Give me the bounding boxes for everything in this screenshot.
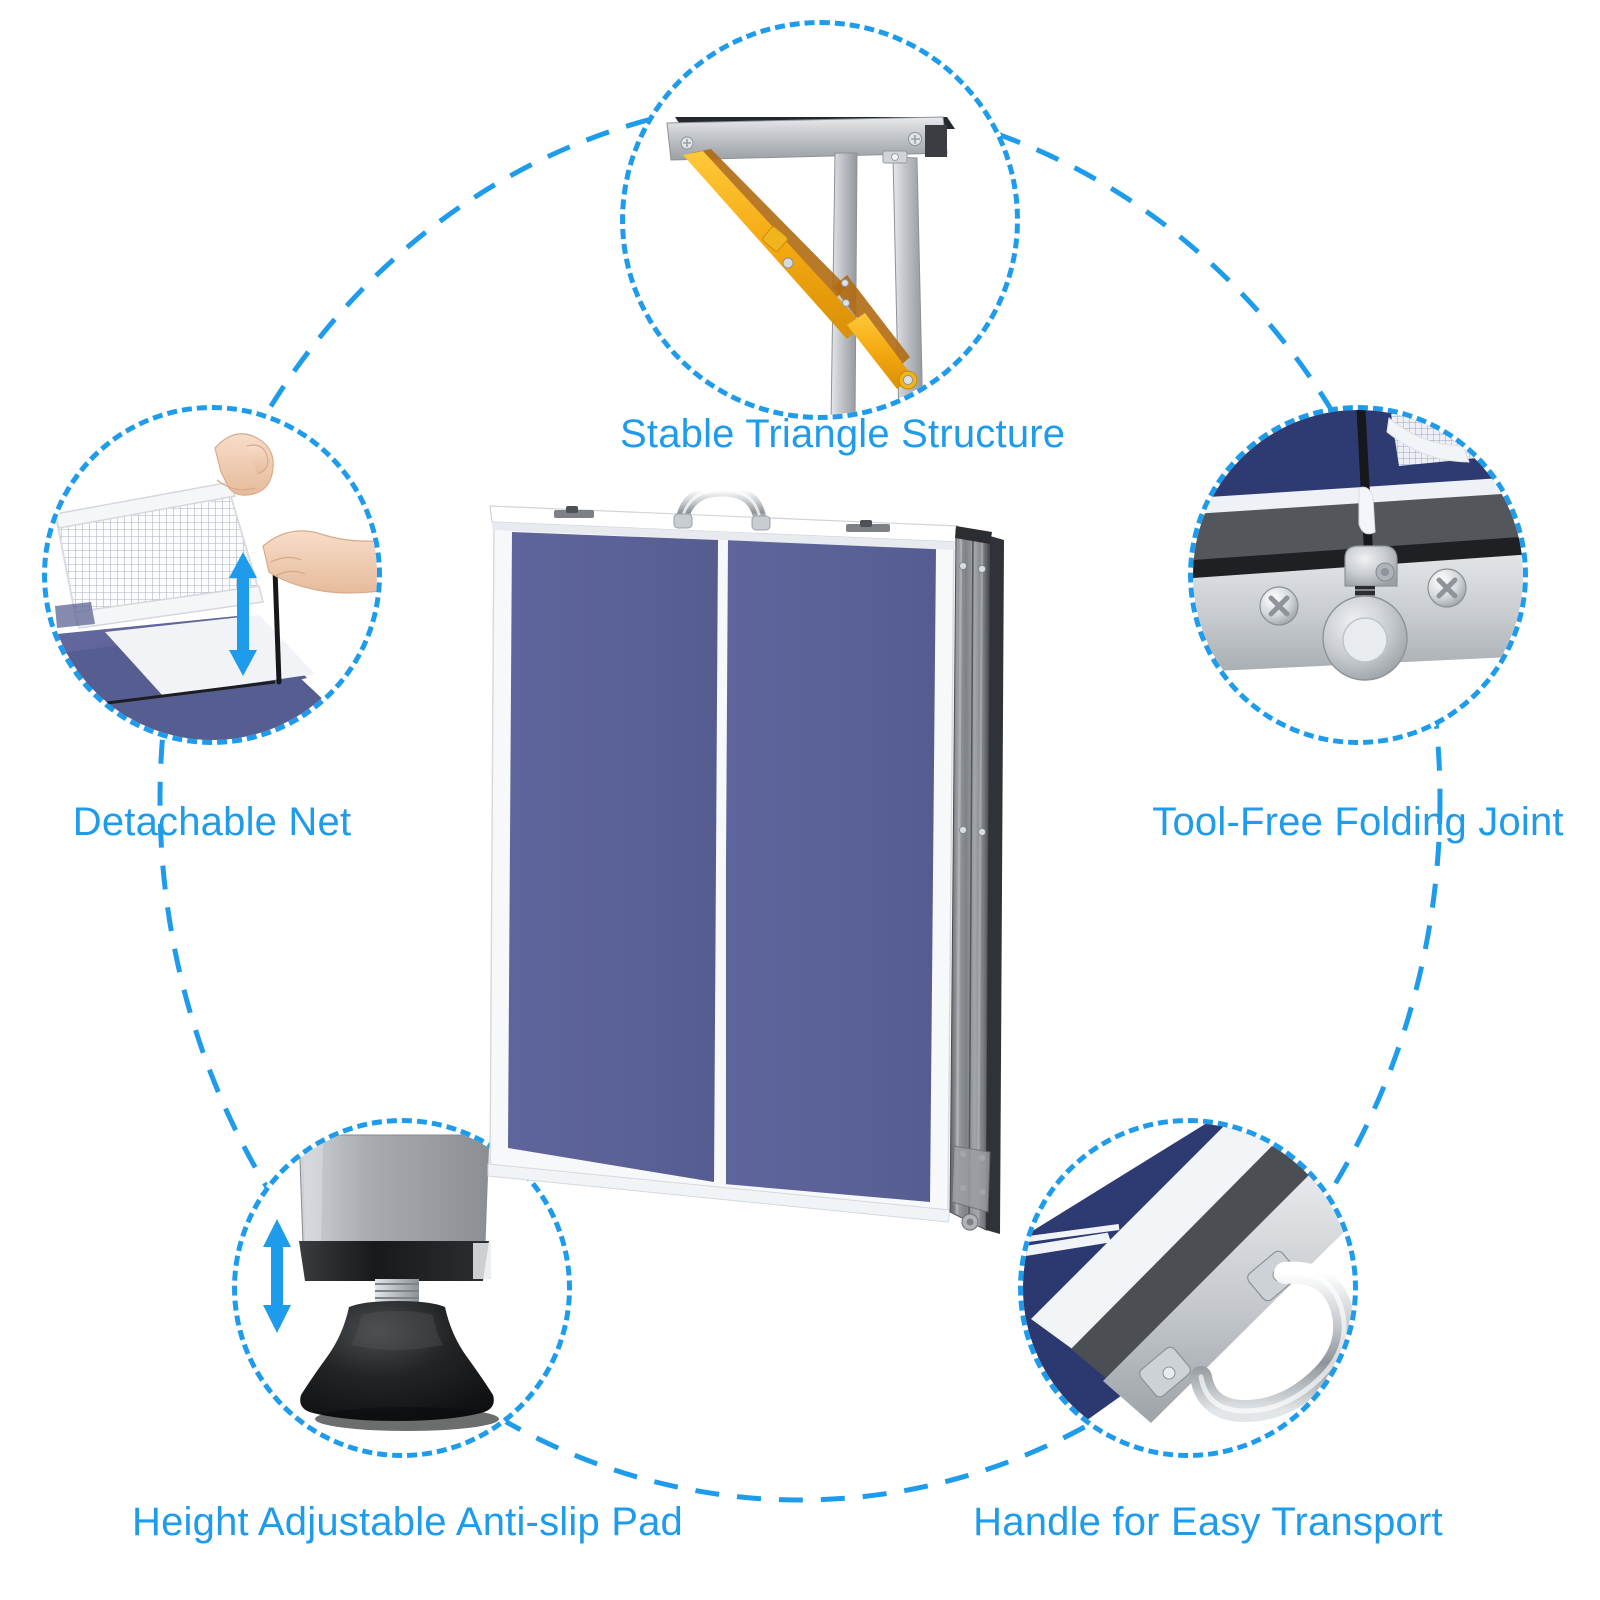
- detachable-net-illustration: [47, 433, 377, 740]
- carry-handle-icon: [673, 483, 771, 531]
- label-handle-for-easy-transport: Handle for Easy Transport: [973, 1500, 1443, 1544]
- latch-right: [846, 520, 890, 532]
- carry-handle-illustration: [1023, 1123, 1353, 1423]
- label-stable-triangle-structure: Stable Triangle Structure: [620, 412, 1066, 456]
- label-height-adjustable-anti-slip-pad: Height Adjustable Anti-slip Pad: [132, 1500, 683, 1544]
- carry-handle-icon: [1190, 1261, 1353, 1423]
- label-tool-free-folding-joint: Tool-Free Folding Joint: [1152, 800, 1564, 844]
- screw-left-icon: [1259, 586, 1299, 626]
- callout-tool-free-folding-joint: [1188, 405, 1528, 745]
- label-detachable-net: Detachable Net: [72, 800, 352, 844]
- callout-detachable-net: [42, 405, 382, 745]
- latch-left: [554, 506, 594, 518]
- height-arrow-icon: [263, 1219, 291, 1333]
- anti-slip-pad-illustration: [263, 1134, 499, 1431]
- folding-leg-frame-illustration: [666, 116, 955, 415]
- folding-joint-illustration: [1193, 410, 1523, 681]
- callout-stable-triangle-structure: [620, 20, 1020, 420]
- height-arrow-icon: [229, 552, 257, 676]
- screw-right-icon: [1427, 568, 1467, 608]
- center-product-folded-table: [470, 470, 1040, 1270]
- callout-handle-for-easy-transport: [1018, 1118, 1358, 1458]
